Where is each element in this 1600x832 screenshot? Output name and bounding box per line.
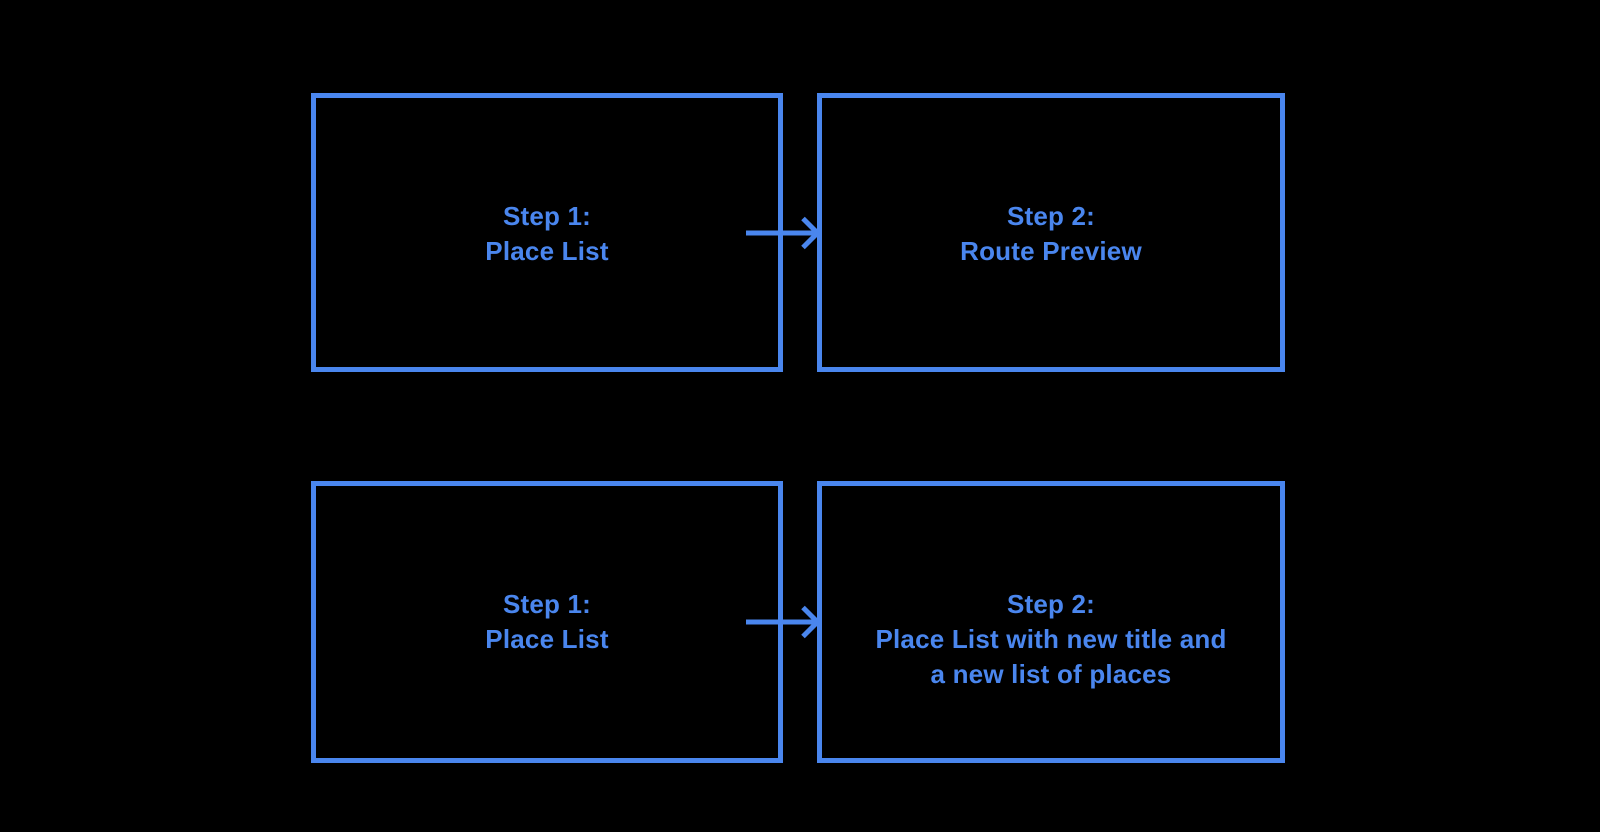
flow-box-label: Step 2: Route Preview [822, 199, 1280, 269]
label-line: Place List [485, 624, 609, 654]
label-line: Step 1: [502, 201, 592, 231]
arrow-right-icon [746, 216, 822, 250]
label-line: Place List [485, 236, 609, 266]
label-line: a new list of places [930, 659, 1172, 689]
flow-box-row2-step1: Step 1: Place List [311, 481, 783, 763]
flow-box-row2-step2: Step 2: Place List with new title and a … [817, 481, 1285, 763]
flow-box-row1-step1: Step 1: Place List [311, 93, 783, 372]
label-line: Route Preview [960, 236, 1142, 266]
label-line: Step 2: [1006, 201, 1096, 231]
label-line: Step 2: [1006, 589, 1096, 619]
flow-box-label: Step 1: Place List [316, 199, 778, 269]
arrow-right-icon [746, 605, 822, 639]
label-line: Step 1: [502, 589, 592, 619]
flow-box-label: Step 2: Place List with new title and a … [822, 587, 1280, 692]
label-line: Place List with new title and [875, 624, 1227, 654]
flow-box-row1-step2: Step 2: Route Preview [817, 93, 1285, 372]
flow-box-label: Step 1: Place List [316, 587, 778, 657]
